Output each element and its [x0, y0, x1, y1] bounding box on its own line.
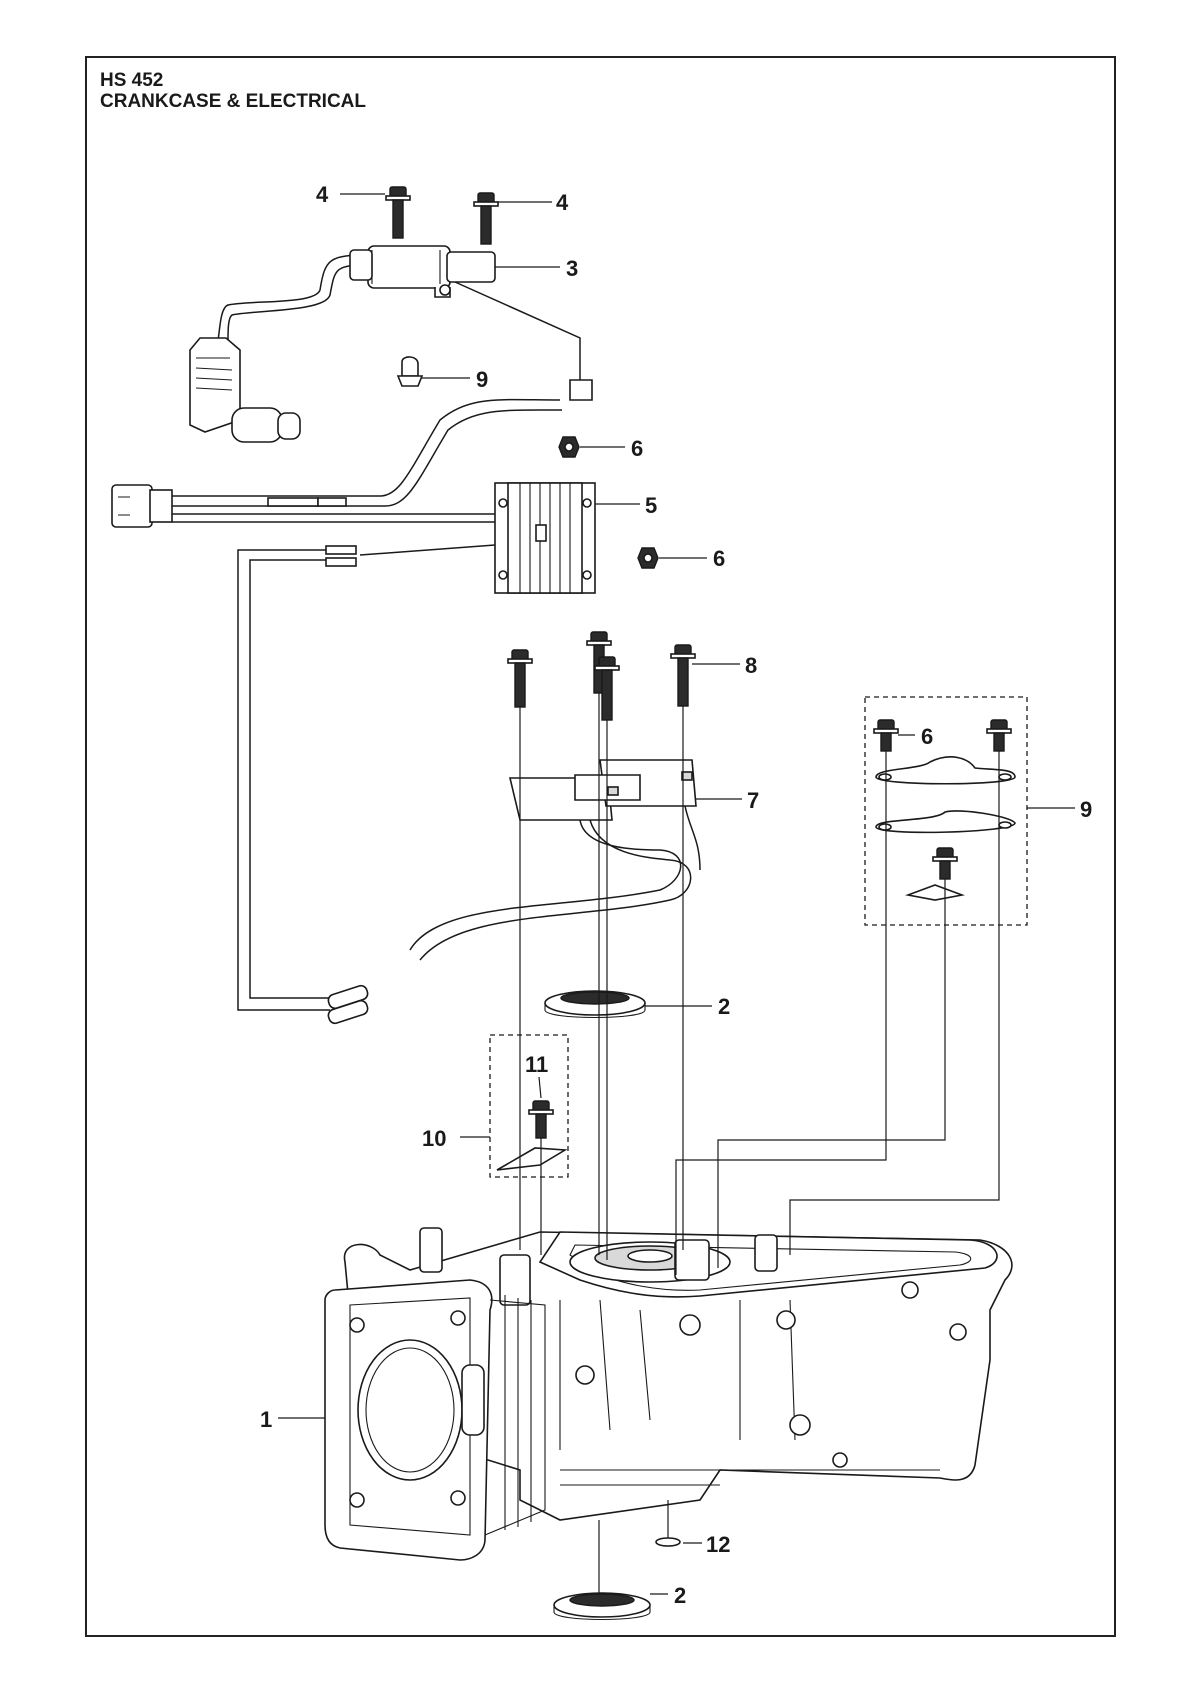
voltage-regulator[interactable] [494, 482, 596, 594]
ground-tab-box [489, 1034, 569, 1178]
stator-bolt-1[interactable] [507, 649, 533, 708]
bracket-clip[interactable] [904, 884, 966, 901]
callout-4-left: 4 [316, 182, 329, 207]
stator-bolt-4[interactable] [670, 644, 696, 707]
crankcase[interactable] [324, 1227, 1013, 1561]
bracket-gasket[interactable] [875, 810, 1016, 834]
nut-upper[interactable] [558, 436, 580, 458]
coil-bolt-left[interactable] [385, 186, 411, 239]
callout-9-bracket-group: 9 [1080, 797, 1092, 822]
callout-6-bracket: 6 [921, 724, 933, 749]
wire-clip[interactable] [396, 356, 424, 387]
harness-connector[interactable] [111, 484, 173, 528]
callout-9-clip: 9 [476, 367, 488, 392]
ignition-coil[interactable] [217, 245, 496, 343]
callout-8: 8 [745, 653, 757, 678]
spark-plug-cap[interactable] [189, 337, 301, 443]
drain-washer[interactable] [655, 1537, 681, 1547]
callout-6-middle: 6 [713, 546, 725, 571]
callout-3: 3 [566, 256, 578, 281]
coil-bolt-right[interactable] [473, 192, 499, 245]
ground-bolt[interactable] [528, 1100, 554, 1139]
callout-5: 5 [645, 493, 657, 518]
callout-1: 1 [260, 1407, 272, 1432]
callout-10: 10 [422, 1126, 446, 1151]
callout-11: 11 [525, 1052, 548, 1077]
callout-7: 7 [747, 788, 759, 813]
coil-ground-wire [454, 281, 581, 385]
callout-12: 12 [706, 1532, 730, 1557]
ground-tab[interactable] [496, 1147, 568, 1171]
stator-bolts[interactable] [507, 631, 696, 721]
callout-6-upper: 6 [631, 436, 643, 461]
bracket-bolt-left[interactable] [873, 719, 899, 752]
oil-seal-lower[interactable] [553, 1592, 651, 1620]
callout-leaders [278, 193, 1075, 1595]
coil-ground-terminal [569, 379, 593, 401]
callout-2-lower: 2 [674, 1583, 686, 1608]
wiring-harness [172, 398, 563, 1011]
bracket-cover[interactable] [875, 756, 1016, 785]
bracket-group-box [864, 696, 1028, 926]
charge-coil-assembly[interactable] [327, 759, 701, 1025]
title-block: HS 452 CRANKCASE & ELECTRICAL [100, 70, 366, 112]
bracket-bolt-right[interactable] [986, 719, 1012, 752]
model-title: HS 452 [100, 70, 164, 91]
callout-4-right: 4 [556, 190, 569, 215]
bracket-small-bolt[interactable] [932, 847, 958, 880]
oil-seal-upper[interactable] [544, 990, 646, 1018]
section-title: CRANKCASE & ELECTRICAL [100, 91, 366, 112]
callout-2-upper: 2 [718, 994, 730, 1019]
assembly-lines [519, 693, 1000, 1595]
drawing-frame [85, 56, 1116, 1637]
nut-middle[interactable] [637, 547, 659, 569]
